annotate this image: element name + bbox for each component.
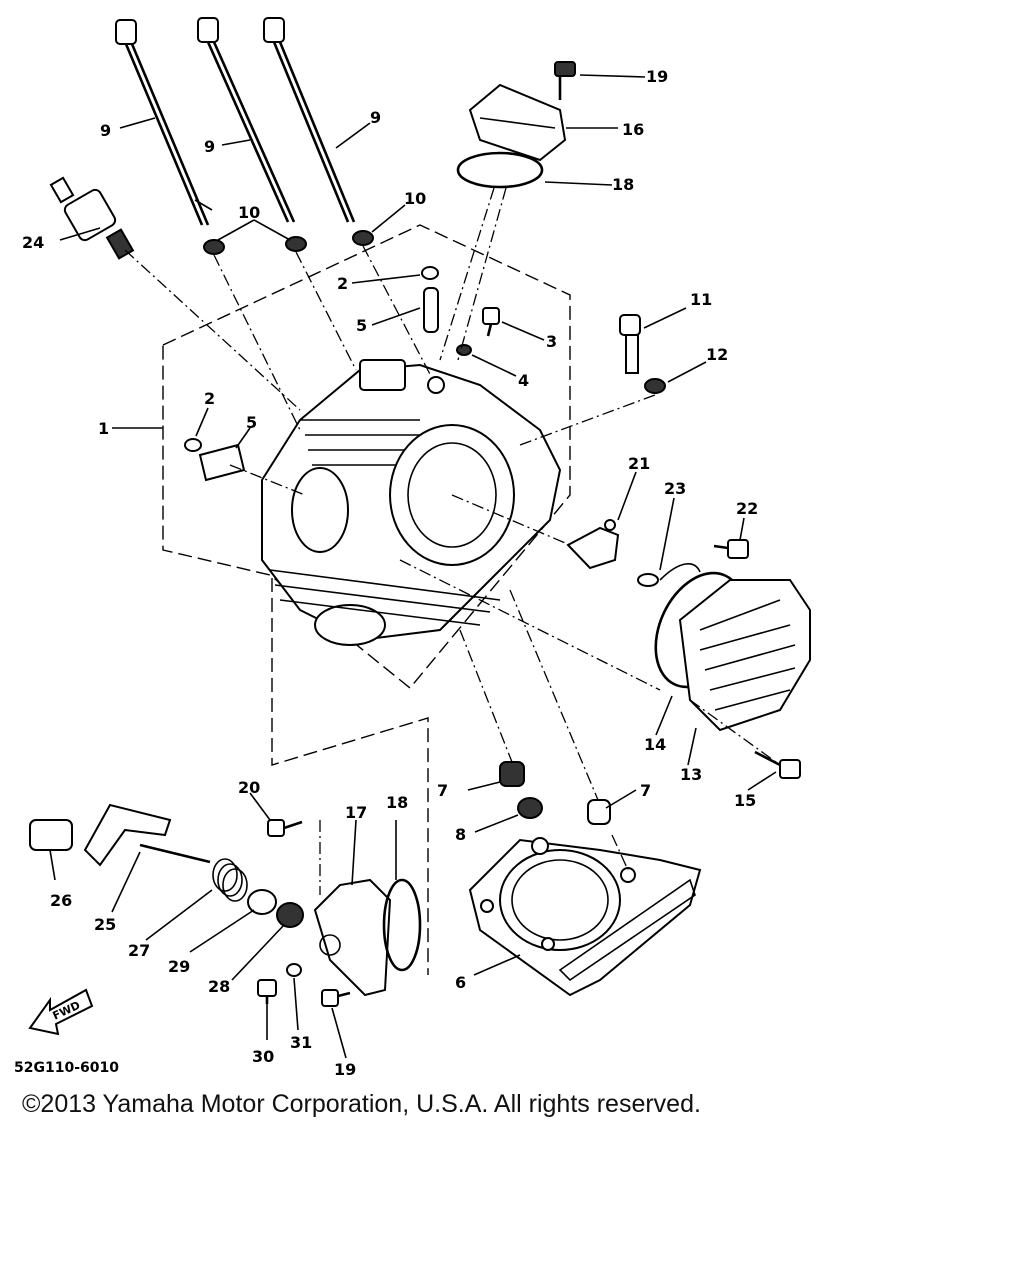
clip-2-left [184,438,202,452]
callout-labels: 1 2 2 3 4 5 5 6 7 7 8 9 9 9 10 10 11 12 … [22,67,758,1079]
valve-guide-5-left [198,443,246,482]
washer-10-middle [285,236,307,252]
stud-bolt-middle [197,17,296,223]
callout-27: 27 [128,941,150,960]
callout-7-left: 7 [437,781,448,800]
cover-17 [313,878,392,997]
callout-18-top: 18 [612,175,634,194]
stud-bolt-left [115,19,213,226]
cylinder-head [261,359,562,646]
callout-9-left: 9 [100,121,111,140]
spring-27 [212,858,248,902]
callout-7-right: 7 [640,781,651,800]
callout-5-upper: 5 [356,316,367,335]
clip-2-upper [421,266,439,280]
cam-chain-tensioner [566,519,701,587]
bolt-3 [482,307,500,337]
cylinder-head-cover [678,579,811,732]
bolt-11 [619,314,641,374]
callout-19-top: 19 [646,67,668,86]
diagram-code: 52G110-6010 [14,1060,119,1076]
screw-30 [257,979,277,1004]
washer-10-right [352,230,374,246]
screw-20 [267,819,303,837]
o-ring-18-lower [382,878,422,972]
callout-26: 26 [50,891,72,910]
callout-30: 30 [252,1047,274,1066]
callout-20: 20 [238,778,260,797]
leader-lines [49,74,777,1059]
callout-12: 12 [706,345,728,364]
callout-10-right: 10 [404,189,426,208]
callout-3: 3 [546,332,557,351]
callout-25: 25 [94,915,116,934]
callout-2-left: 2 [204,389,215,408]
valve-guide-5-upper [423,287,439,333]
callout-24: 24 [22,233,44,252]
washer-12 [644,378,666,394]
washer-29 [247,889,277,915]
rubber-cap-26 [29,819,73,851]
callout-16: 16 [622,120,644,139]
washer-31 [286,963,302,977]
tappet-cap [468,83,567,162]
cover-group-boundary [271,578,429,975]
stud-bolt-right [263,17,356,223]
copyright-notice: ©2013 Yamaha Motor Corporation, U.S.A. A… [22,1090,701,1118]
callout-29: 29 [168,957,190,976]
callout-10-left: 10 [238,203,260,222]
callout-9-right: 9 [370,108,381,127]
callout-8: 8 [455,825,466,844]
o-ring-top [456,151,544,189]
callout-14: 14 [644,735,666,754]
callout-28: 28 [208,977,230,996]
bolt-15 [754,750,801,779]
callout-18-lower: 18 [386,793,408,812]
callout-19-lower: 19 [334,1060,356,1079]
dowel-pin-7-right [587,799,611,825]
washer-4 [456,344,472,356]
screw-19-lower [321,989,351,1007]
cylinder-head-gasket [468,837,702,997]
bolt-22 [713,539,749,559]
callout-4: 4 [518,371,529,390]
bolt-19-top [554,61,576,100]
callout-11: 11 [690,290,712,309]
callout-22: 22 [736,499,758,518]
callout-9-middle: 9 [204,137,215,156]
assembly-boundary [162,224,571,689]
callout-23: 23 [664,479,686,498]
callout-31: 31 [290,1033,312,1052]
callout-1: 1 [98,419,109,438]
exploded-view-svg: FWD [14,17,811,1079]
fwd-arrow-icon [28,988,94,1036]
callout-21: 21 [628,454,650,473]
o-ring-8 [517,797,543,819]
alignment-lines [124,187,781,895]
shaft-25 [83,803,211,867]
callout-2-upper: 2 [337,274,348,293]
washer-10-left [203,239,225,255]
callout-17: 17 [345,803,367,822]
spark-plug [49,176,135,260]
callout-15: 15 [734,791,756,810]
dowel-pin-7-left [499,761,525,787]
callout-6: 6 [455,973,466,992]
callout-5-left: 5 [246,413,257,432]
callout-13: 13 [680,765,702,784]
oil-seal-28 [276,902,304,928]
